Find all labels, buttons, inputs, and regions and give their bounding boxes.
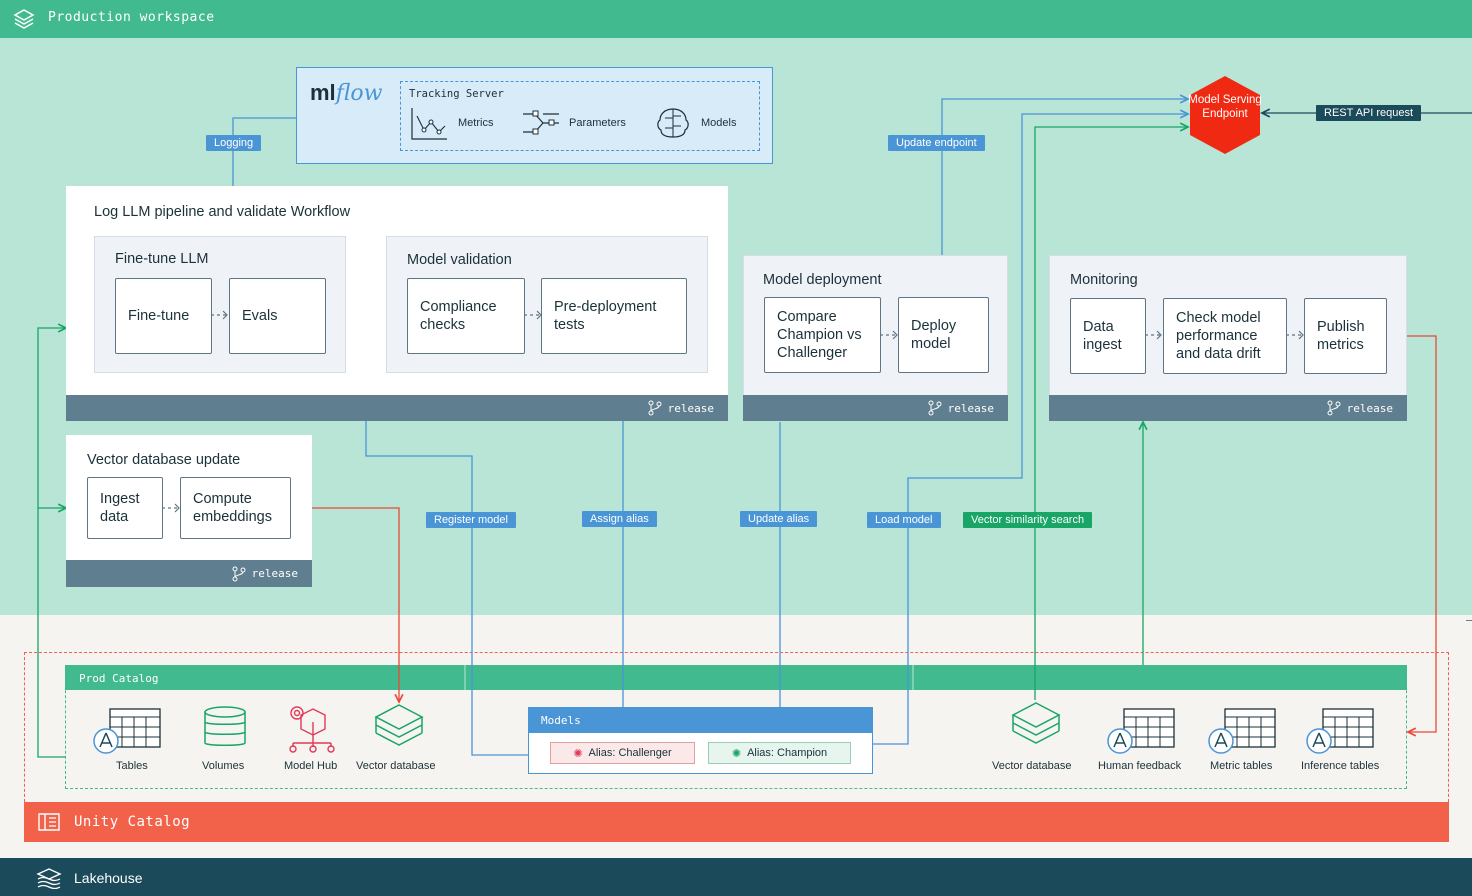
workspace-title: Production workspace (48, 10, 215, 25)
table-icon (1306, 708, 1374, 754)
monitoring-release-label: release (1346, 401, 1393, 415)
models-title: Models (529, 708, 872, 733)
assign-alias-label: Assign alias (582, 511, 657, 527)
compliance-checks-step[interactable]: Compliance checks (407, 278, 525, 354)
table-icon (93, 708, 161, 754)
layers-icon (13, 9, 35, 29)
metric-tables-label: Metric tables (1210, 760, 1273, 772)
vector-database-icon (374, 704, 424, 746)
tracking-server-title: Tracking Server (409, 88, 504, 100)
prod-catalog-boundary (65, 665, 1407, 789)
brain-icon: ✺ (573, 747, 583, 760)
monitoring-panel: Monitoring Data ingest Check model perfo… (1049, 255, 1407, 421)
model-serving-endpoint[interactable]: Model Serving Endpoint (1188, 75, 1262, 155)
models-box: Models ✺Alias: Challenger ✺Alias: Champi… (528, 707, 873, 774)
git-branch-icon (648, 400, 662, 416)
compare-step[interactable]: Compare Champion vs Challenger (764, 297, 881, 373)
brain-icon (657, 108, 689, 138)
prod-catalog-title: Prod Catalog (79, 672, 159, 685)
vector-release-label: release (251, 567, 298, 580)
model-serving-label: Model Serving Endpoint (1188, 94, 1262, 120)
unity-catalog-title: Unity Catalog (74, 814, 191, 830)
vector-similarity-label: Vector similarity search (963, 512, 1093, 528)
tracking-server: Tracking Server Metrics Parameters Model… (400, 81, 760, 151)
inference-tables-label: Inference tables (1301, 760, 1380, 772)
register-model-label: Register model (426, 512, 516, 528)
validation-title: Model validation (407, 252, 512, 268)
vector-database-right-label: Vector database (992, 760, 1072, 772)
unity-catalog-boundary (24, 652, 1449, 802)
vector-update-card: Vector database update Ingest data Compu… (66, 435, 312, 587)
alias-challenger[interactable]: ✺Alias: Challenger (550, 742, 695, 764)
git-branch-icon (928, 400, 942, 416)
parameters-icon (523, 110, 559, 135)
data-ingest-step[interactable]: Data ingest (1070, 298, 1146, 374)
evals-step[interactable]: Evals (229, 278, 326, 354)
mlflow-panel: mlflow Tracking Server Metrics Parameter… (296, 67, 773, 164)
deployment-panel: Model deployment Compare Champion vs Cha… (743, 255, 1008, 421)
human-feedback-label: Human feedback (1098, 760, 1182, 772)
vector-database-icon (1011, 702, 1061, 744)
vector-release-bar: release (66, 560, 312, 587)
models-label: Models (701, 117, 737, 129)
lakehouse-icon (36, 868, 62, 889)
mlflow-logo: mlflow (310, 80, 383, 106)
finetune-panel: Fine-tune LLM Fine-tune Evals (94, 236, 346, 373)
git-branch-icon (232, 566, 246, 581)
lakehouse-bar: Lakehouse (0, 858, 1472, 896)
table-icon (1208, 708, 1276, 754)
rest-api-label: REST API request (1316, 105, 1422, 121)
deploy-model-step[interactable]: Deploy model (898, 297, 989, 373)
parameters-label: Parameters (569, 117, 626, 129)
update-alias-label: Update alias (740, 511, 818, 527)
deployment-title: Model deployment (763, 272, 882, 288)
metrics-label: Metrics (458, 117, 494, 129)
book-icon (38, 813, 60, 831)
unity-catalog-bar: Unity Catalog (24, 802, 1449, 842)
hexagon-shape (1190, 76, 1260, 154)
model-hub-icon (289, 706, 335, 753)
check-drift-step[interactable]: Check model performance and data drift (1163, 298, 1287, 374)
llm-release-bar: release (66, 395, 728, 421)
load-model-label: Load model (867, 512, 941, 528)
metrics-icon (411, 108, 447, 140)
alias-champion[interactable]: ✺Alias: Champion (708, 742, 851, 764)
update-endpoint-label: Update endpoint (888, 135, 985, 151)
llm-workflow-card: Log LLM pipeline and validate Workflow F… (66, 186, 728, 421)
llm-release-label: release (667, 401, 714, 415)
validation-panel: Model validation Compliance checks Pre-d… (386, 236, 708, 373)
brain-icon: ✺ (731, 747, 742, 760)
table-icon (1107, 708, 1175, 754)
volumes-icon (204, 706, 246, 746)
finetune-step[interactable]: Fine-tune (115, 278, 212, 354)
llm-workflow-title: Log LLM pipeline and validate Workflow (94, 204, 351, 220)
monitoring-release-bar: release (1049, 395, 1407, 421)
vector-update-title: Vector database update (87, 452, 241, 468)
monitoring-title: Monitoring (1070, 272, 1138, 288)
git-branch-icon (1327, 400, 1341, 416)
compute-embeddings-step[interactable]: Compute embeddings (180, 477, 291, 539)
vector-database-label: Vector database (356, 760, 436, 772)
finetune-title: Fine-tune LLM (115, 251, 209, 267)
deployment-release-bar: release (743, 395, 1008, 421)
lakehouse-title: Lakehouse (74, 870, 143, 886)
model-hub-label: Model Hub (284, 760, 338, 772)
pre-deployment-tests-step[interactable]: Pre-deployment tests (541, 278, 687, 354)
tables-label: Tables (116, 760, 148, 772)
logging-label: Logging (206, 135, 262, 151)
prod-catalog-header: Prod Catalog (65, 665, 1407, 690)
workspace-header: Production workspace (0, 0, 1472, 38)
publish-metrics-step[interactable]: Publish metrics (1304, 298, 1387, 374)
ingest-data-step[interactable]: Ingest data (87, 477, 163, 539)
deployment-release-label: release (947, 401, 994, 415)
volumes-label: Volumes (202, 760, 245, 772)
